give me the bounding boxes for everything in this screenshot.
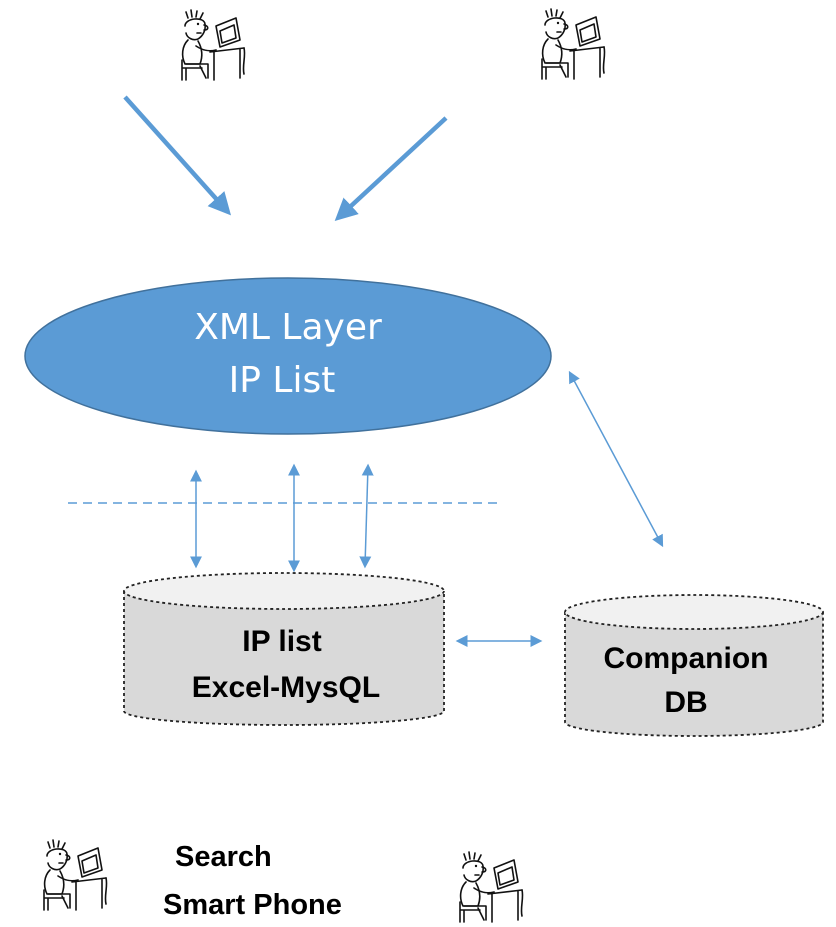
ip-list-db-label: IP list [242, 625, 321, 658]
ip-list-label: IP List [229, 360, 336, 401]
user-at-computer-icon [181, 9, 246, 81]
xml-layer-label: XML Layer [194, 307, 382, 348]
user-to-xml-arrow [123, 95, 232, 216]
user-at-computer-icon [43, 839, 108, 911]
ip-list-database-cylinder [123, 572, 445, 726]
user-at-computer-icon [541, 8, 606, 80]
companion-db-sublabel: DB [664, 686, 707, 719]
user-to-xml-arrow [334, 116, 448, 222]
search-label: Search [175, 841, 272, 873]
companion-database-cylinder [564, 594, 824, 737]
companion-db-label: Companion [604, 642, 769, 675]
ip-list-db-sublabel: Excel-MysQL [192, 671, 380, 704]
bidirectional-arrow [568, 370, 664, 548]
xml-layer-ellipse [24, 277, 552, 435]
smart-phone-label: Smart Phone [163, 889, 342, 921]
bidirectional-arrow [359, 463, 374, 569]
user-at-computer-icon [459, 851, 524, 923]
